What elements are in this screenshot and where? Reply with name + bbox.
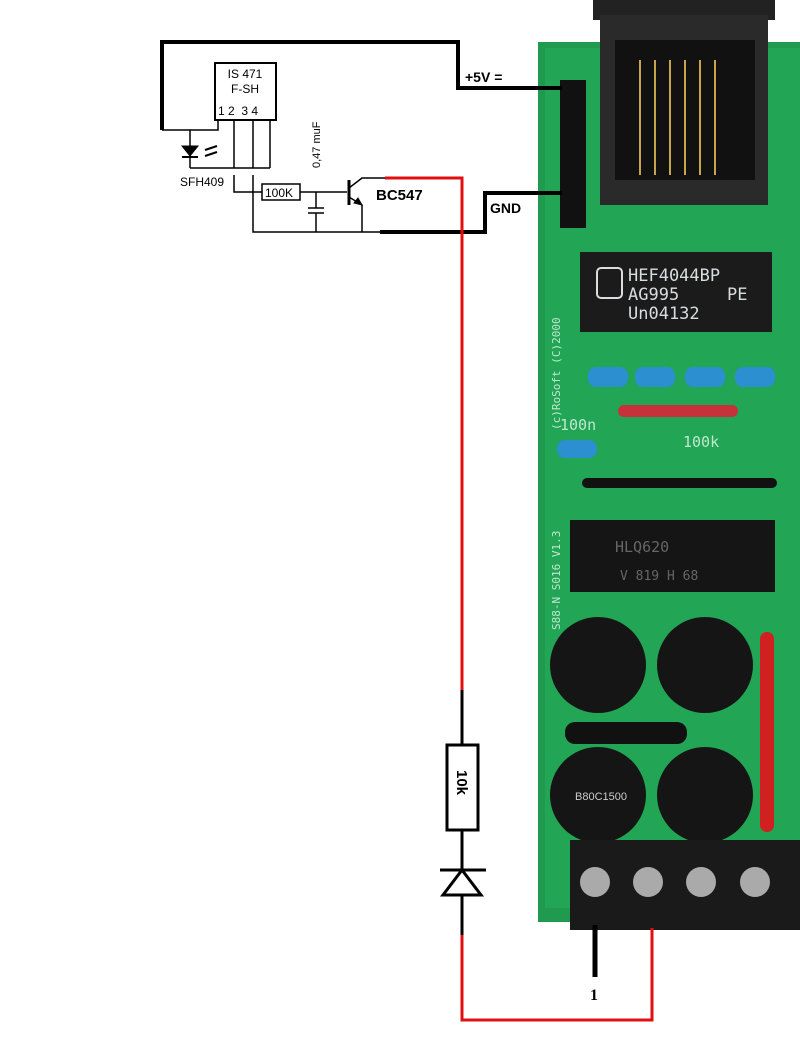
- resistor-100k-label: 100K: [265, 186, 293, 200]
- ic1-line1: HEF4044BP: [628, 266, 720, 286]
- led-label: SFH409: [180, 175, 224, 189]
- sensor-label-2: F-SH: [231, 82, 259, 96]
- ic1-line3: Un04132: [628, 304, 700, 324]
- wire-red-collector: [385, 176, 464, 690]
- pin-header: [560, 80, 586, 228]
- bridge-rectifiers: B80C1500: [550, 617, 753, 843]
- silk-side2: S88-N S016 V1.3: [550, 531, 563, 630]
- transistor-label: BC547: [376, 187, 423, 204]
- resistor-red: [760, 632, 774, 832]
- pcb-board: HEF4044BP AG995 PE Un04132 100n 100k (c)…: [538, 0, 800, 930]
- terminal-block: [570, 840, 800, 930]
- light-rays-icon: [204, 145, 218, 157]
- sensor-is471: [214, 62, 277, 121]
- sensor-label-1: IS 471: [228, 67, 263, 81]
- gnd-label: GND: [490, 200, 521, 216]
- ic1-line2b: PE: [727, 285, 747, 305]
- sensor-pins: 1 2 3 4: [218, 104, 258, 118]
- supply-label: +5V =: [465, 69, 502, 85]
- capacitor-label: 0,47 muF: [311, 121, 323, 168]
- wire-red-return: [460, 928, 654, 1022]
- capacitors-blue: [557, 367, 775, 458]
- resistor-10k-label: 10k: [453, 770, 470, 796]
- wire-5v: [160, 40, 562, 130]
- diode-black: [582, 478, 777, 488]
- silk-100k: 100k: [683, 433, 719, 451]
- rectifier-label: B80C1500: [575, 791, 627, 803]
- ic-hlq620: HLQ620 V 819 H 68: [570, 520, 775, 592]
- silk-side1: (c)RoSoft (C)2000: [550, 317, 563, 430]
- ic1-line2: AG995: [628, 285, 679, 305]
- resistor-network: [618, 405, 738, 417]
- led-icon: [180, 145, 200, 157]
- ic-hef4044bp: HEF4044BP AG995 PE Un04132: [580, 252, 772, 332]
- ic2-line2: V 819 H 68: [620, 569, 698, 584]
- terminal-label: 1: [590, 987, 598, 1004]
- resistor-10k: [445, 743, 480, 832]
- wire-gnd: [380, 191, 562, 234]
- ic2-line1: HLQ620: [615, 538, 669, 556]
- silk-100n: 100n: [560, 416, 596, 434]
- diode-rect: [565, 722, 687, 744]
- rj-connector: [593, 0, 775, 205]
- schematic: [160, 40, 654, 1022]
- philips-logo-icon: [596, 267, 623, 299]
